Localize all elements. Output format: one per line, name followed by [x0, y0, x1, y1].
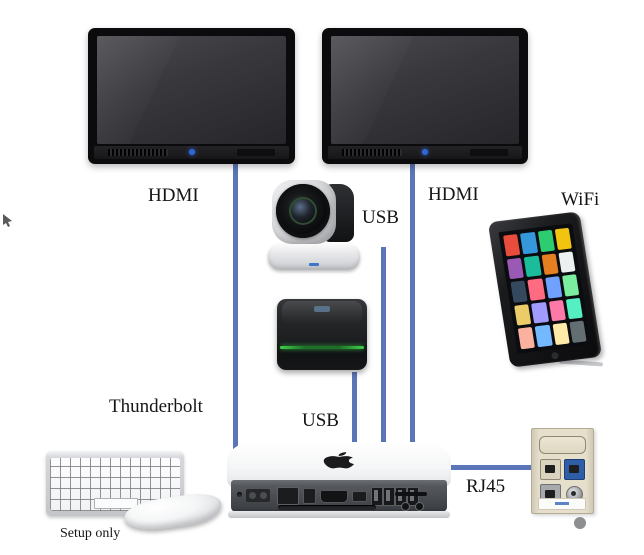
camera-lens [276, 184, 330, 238]
display-left-bezel [94, 146, 289, 159]
tablet [487, 211, 603, 368]
usb-port [383, 487, 395, 506]
label-setup-only: Setup only [60, 526, 121, 541]
ipad-app-icon [514, 303, 532, 327]
label-rj45: RJ45 [466, 476, 506, 497]
display-right [322, 28, 528, 164]
cable-camera-to-macmini [381, 247, 386, 443]
speakerphone [277, 299, 367, 370]
mac-mini [226, 438, 452, 522]
cable-display-left-to-macmini [233, 164, 238, 470]
ipad-app-icon [541, 253, 559, 276]
ipad-app-icon [537, 229, 555, 252]
power-button [237, 492, 242, 497]
usb-port [371, 487, 383, 506]
display-right-bezel [328, 146, 522, 159]
ptz-camera [266, 176, 364, 270]
label-thunderbolt: Thunderbolt [109, 396, 203, 417]
display-right-screen [331, 36, 519, 144]
firewire-port [303, 488, 316, 504]
speaker-grille [342, 149, 402, 156]
camera-base [268, 244, 360, 270]
ipad-app-icon [548, 299, 566, 322]
power-led [188, 149, 195, 155]
ipad-app-icon [552, 323, 570, 346]
ipad-app-icon [520, 231, 538, 254]
wall-plate-blank-insert [539, 436, 586, 454]
power-led [422, 149, 428, 155]
ipad-icon-grid [498, 223, 591, 354]
mouse-cursor-icon [3, 214, 12, 227]
ipad-app-icon [503, 234, 521, 257]
cable-macmini-to-wallplate [444, 465, 541, 470]
ipad-app-icon [506, 257, 525, 280]
ipad-app-icon [569, 320, 587, 344]
ipad-app-icon [561, 274, 580, 297]
audio-jack [415, 502, 424, 511]
mac-mini-rear-panel [231, 480, 447, 512]
ipad-app-icon [544, 276, 563, 299]
speaker-grille [108, 149, 168, 156]
apple-logo-icon [323, 452, 355, 469]
speakerphone-logo [314, 306, 330, 312]
rj45-jack-blue [564, 459, 585, 480]
vent-slot [278, 505, 376, 510]
audio-jack [401, 502, 410, 511]
label-hdmi-right: HDMI [428, 184, 479, 205]
display-left-screen [97, 36, 286, 144]
ipad-app-icon [510, 280, 528, 303]
network-wall-plate [531, 428, 594, 514]
ipad-app-icon [558, 250, 576, 274]
tablet-on-stand [487, 211, 604, 376]
keyboard-keys [50, 458, 180, 511]
wall-plate-label-strip [538, 498, 586, 510]
label-wifi: WiFi [561, 189, 600, 210]
ipad-app-icon [523, 255, 542, 278]
ipad-app-icon [527, 278, 545, 301]
gray-dot [574, 517, 586, 529]
tablet-screen [498, 223, 592, 354]
cable-display-right-to-macmini [410, 164, 415, 461]
label-hdmi-left: HDMI [148, 185, 199, 206]
speaker-grille [237, 149, 275, 156]
sd-card-slot [395, 492, 427, 496]
ipad-app-icon [565, 297, 583, 320]
label-usb-speakerphone: USB [302, 410, 339, 431]
cable-speakerphone-to-macmini [352, 372, 357, 443]
ipad-app-icon [517, 327, 536, 350]
thunderbolt-port [352, 491, 367, 502]
hdmi-port [320, 490, 348, 503]
mac-mini-base [228, 511, 450, 518]
speaker-grille [470, 149, 508, 156]
display-left [88, 28, 295, 164]
ipad-app-icon [531, 301, 549, 324]
power-socket [246, 489, 270, 502]
ipad-app-icon [534, 325, 553, 348]
ethernet-port [277, 487, 299, 505]
label-usb-camera: USB [362, 207, 399, 228]
speakerphone-led [279, 345, 365, 349]
rj45-jack-beige [540, 459, 561, 480]
camera-head [272, 180, 336, 244]
ipad-app-icon [554, 227, 572, 250]
